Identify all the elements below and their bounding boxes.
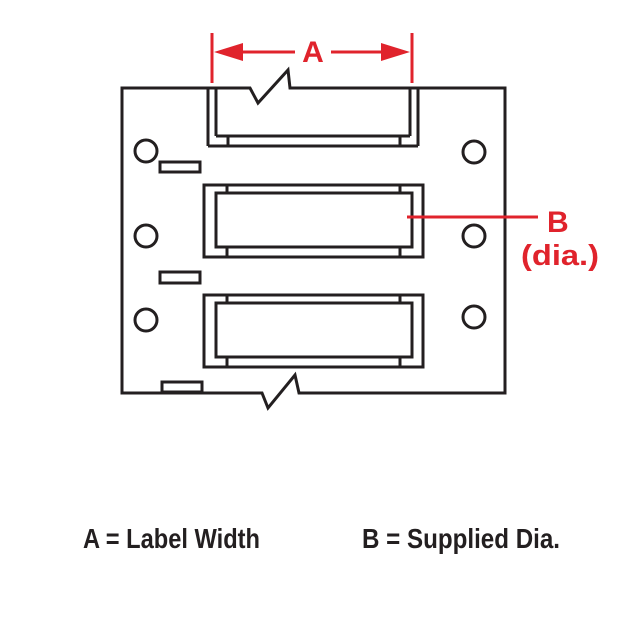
dimension-a: A bbox=[210, 33, 414, 83]
sleeve-bottom-inner bbox=[214, 301, 414, 359]
alignment-slot bbox=[160, 380, 204, 394]
sleeve-middle-inner bbox=[214, 191, 414, 249]
feed-hole bbox=[461, 139, 487, 165]
legend-a-definition: A = Label Width bbox=[83, 523, 260, 554]
feed-hole bbox=[133, 307, 159, 333]
dimension-b: B (dia.) bbox=[407, 206, 599, 272]
sleeve-top-partial bbox=[206, 88, 420, 148]
feed-hole bbox=[461, 223, 487, 249]
carrier-card-outline bbox=[120, 66, 507, 411]
label-dim-a: A bbox=[302, 36, 324, 69]
legend-b-definition: B = Supplied Dia. bbox=[362, 523, 560, 554]
sleeve-bottom-outer bbox=[202, 293, 425, 369]
sleeve-middle-outer bbox=[202, 183, 425, 259]
feed-hole bbox=[461, 304, 487, 330]
alignment-slots bbox=[158, 160, 204, 394]
sleeve-middle bbox=[202, 183, 425, 259]
sleeve-bottom bbox=[202, 293, 425, 369]
label-dim-b-dia: (dia.) bbox=[521, 240, 599, 272]
feed-holes bbox=[133, 138, 487, 333]
alignment-slot bbox=[158, 270, 202, 285]
feed-hole bbox=[133, 223, 159, 249]
label-dim-b: B bbox=[547, 206, 569, 239]
legend: A = Label Width B = Supplied Dia. bbox=[83, 523, 560, 554]
alignment-slot bbox=[158, 160, 202, 174]
arrowhead-right-icon bbox=[381, 43, 410, 61]
arrowhead-left-icon bbox=[214, 43, 243, 61]
feed-hole bbox=[133, 138, 159, 164]
